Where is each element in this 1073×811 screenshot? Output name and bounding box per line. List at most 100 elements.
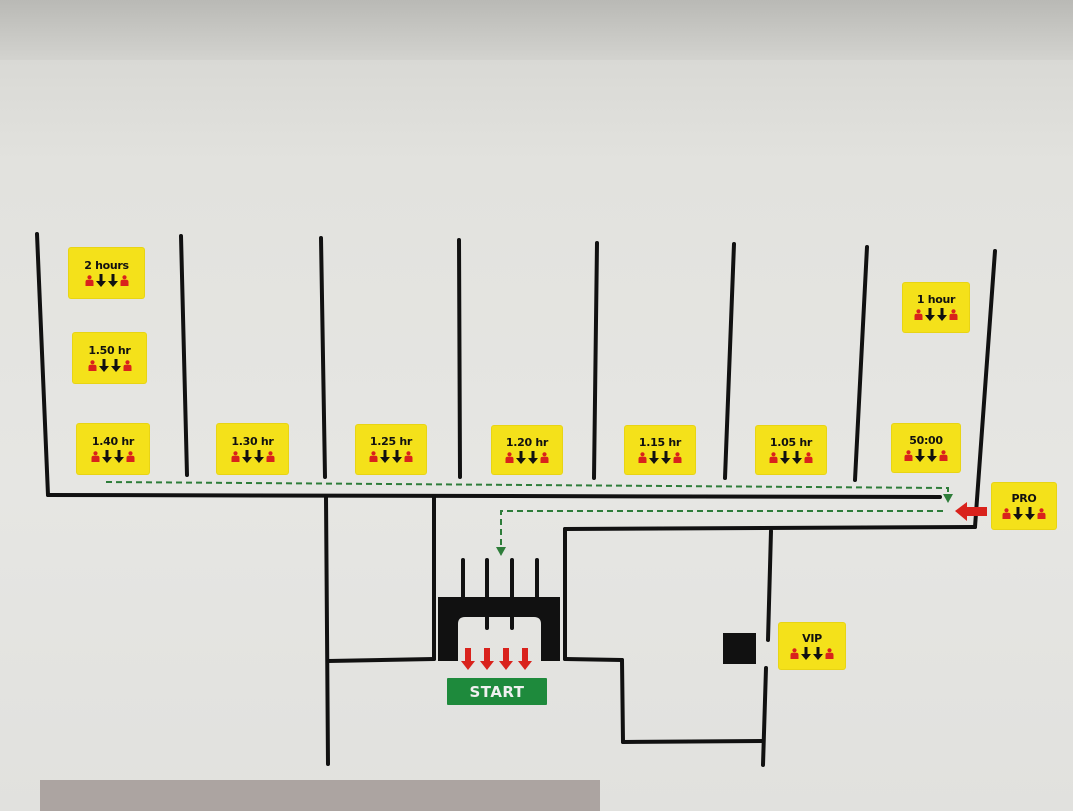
wall-left-mid <box>326 657 436 663</box>
wall-inner-horizontal <box>563 525 977 531</box>
arrow-down-icon <box>915 448 925 462</box>
person-icon <box>88 359 96 371</box>
person-icon <box>804 451 813 463</box>
wall-right-mid <box>563 657 624 662</box>
sign-1-20-hr: 1.20 hr <box>492 426 562 474</box>
sign-label: VIP <box>802 631 822 645</box>
arrow-down-icon <box>661 450 671 464</box>
sign-icons <box>769 450 813 464</box>
wall-vip-upper <box>766 529 773 642</box>
arrow-down-icon <box>649 450 659 464</box>
wall-main-horizontal <box>46 493 942 499</box>
start-button[interactable]: START <box>447 678 547 705</box>
arrow-down-icon <box>253 449 264 463</box>
arrow-down-icon <box>110 358 121 372</box>
sign-icons <box>369 450 413 463</box>
wall-lane-7 <box>973 249 997 529</box>
wall-lane-1 <box>179 234 189 477</box>
queue-path-arrowhead-pro <box>943 494 953 503</box>
person-icon <box>825 647 834 659</box>
arrow-down-icon <box>528 450 538 464</box>
start-red-arrows <box>461 648 532 670</box>
person-icon <box>673 451 682 463</box>
person-icon <box>939 449 948 461</box>
wall-vip-lower <box>761 666 768 767</box>
person-icon <box>126 450 135 462</box>
vip-booth <box>723 633 756 664</box>
paper-bottom-strip <box>40 780 600 811</box>
person-icon <box>123 359 131 371</box>
person-icon <box>231 450 239 462</box>
sign-icons <box>638 450 682 464</box>
wall-lane-4 <box>592 241 599 480</box>
sign-1-15-hr: 1.15 hr <box>625 426 695 474</box>
sign-label: 50:00 <box>909 433 943 447</box>
sign-icons <box>505 450 549 464</box>
red-arrow-down-icon <box>480 648 494 670</box>
person-icon <box>638 451 647 463</box>
arrow-down-icon <box>937 308 947 321</box>
arrow-down-icon <box>102 449 112 463</box>
arrow-down-icon <box>392 450 402 463</box>
sign-label: 2 hours <box>84 258 129 272</box>
queue-path-return <box>500 510 943 548</box>
person-icon <box>769 451 778 463</box>
arrow-down-icon <box>792 450 802 464</box>
sign-label: PRO <box>1011 491 1037 505</box>
sign-icons <box>231 449 275 463</box>
pro-entry-arrow-icon <box>955 502 987 521</box>
person-icon <box>790 647 799 659</box>
wall-lane-6 <box>853 245 869 482</box>
sign-icons <box>914 308 958 321</box>
person-icon <box>91 450 100 462</box>
sign-1-hour: 1 hour <box>903 283 969 332</box>
wall-right-lower <box>620 658 625 744</box>
sign-icons <box>88 358 132 372</box>
wall-bottom <box>621 739 765 744</box>
sign-1-50-hr: 1.50 hr <box>73 333 146 383</box>
walls <box>35 232 997 767</box>
wall-lane-3 <box>457 238 462 479</box>
wall-lane-2 <box>319 236 327 479</box>
sign-50-00: 50:00 <box>892 424 960 472</box>
sign-1-40-hr: 1.40 hr <box>77 424 149 474</box>
red-arrow-down-icon <box>518 648 532 670</box>
sign-label: 1.25 hr <box>369 435 413 448</box>
arrow-down-icon <box>95 273 106 287</box>
start-gate-block <box>438 597 560 661</box>
arrow-down-icon <box>114 449 124 463</box>
arrow-down-icon <box>1013 506 1023 520</box>
red-arrow-down-icon <box>499 648 513 670</box>
arrow-down-icon <box>927 448 937 462</box>
red-arrow-down-icon <box>461 648 475 670</box>
sign-icons <box>91 449 135 463</box>
paper-edge <box>0 0 1073 60</box>
sign-icons <box>85 273 129 287</box>
sign-label: 1.40 hr <box>91 434 135 448</box>
sign-label: 1.20 hr <box>505 435 549 449</box>
sign-vip: VIP <box>779 623 845 669</box>
sign-label: 1.05 hr <box>769 435 813 449</box>
arrow-down-icon <box>801 646 811 660</box>
person-icon <box>540 451 549 463</box>
sign-label: 1.15 hr <box>638 435 682 449</box>
person-icon <box>1002 507 1011 519</box>
person-icon <box>505 451 514 463</box>
person-icon <box>949 309 958 320</box>
arrow-down-icon <box>925 308 935 321</box>
arrow-down-icon <box>107 273 118 287</box>
arrow-down-icon <box>1025 506 1035 520</box>
arrow-down-icon <box>241 449 252 463</box>
person-icon <box>404 451 413 462</box>
arrow-down-icon <box>780 450 790 464</box>
sign-label: 1.30 hr <box>231 434 274 448</box>
sign-1-30-hr: 1.30 hr <box>217 424 288 474</box>
wall-left-down <box>324 495 330 766</box>
sign-icons <box>904 448 948 462</box>
queue-path-top <box>105 481 949 497</box>
queue-path-arrowhead-start <box>496 547 506 556</box>
queue-path <box>105 481 949 548</box>
arrow-down-icon <box>98 358 109 372</box>
wall-lane-5 <box>723 242 736 480</box>
